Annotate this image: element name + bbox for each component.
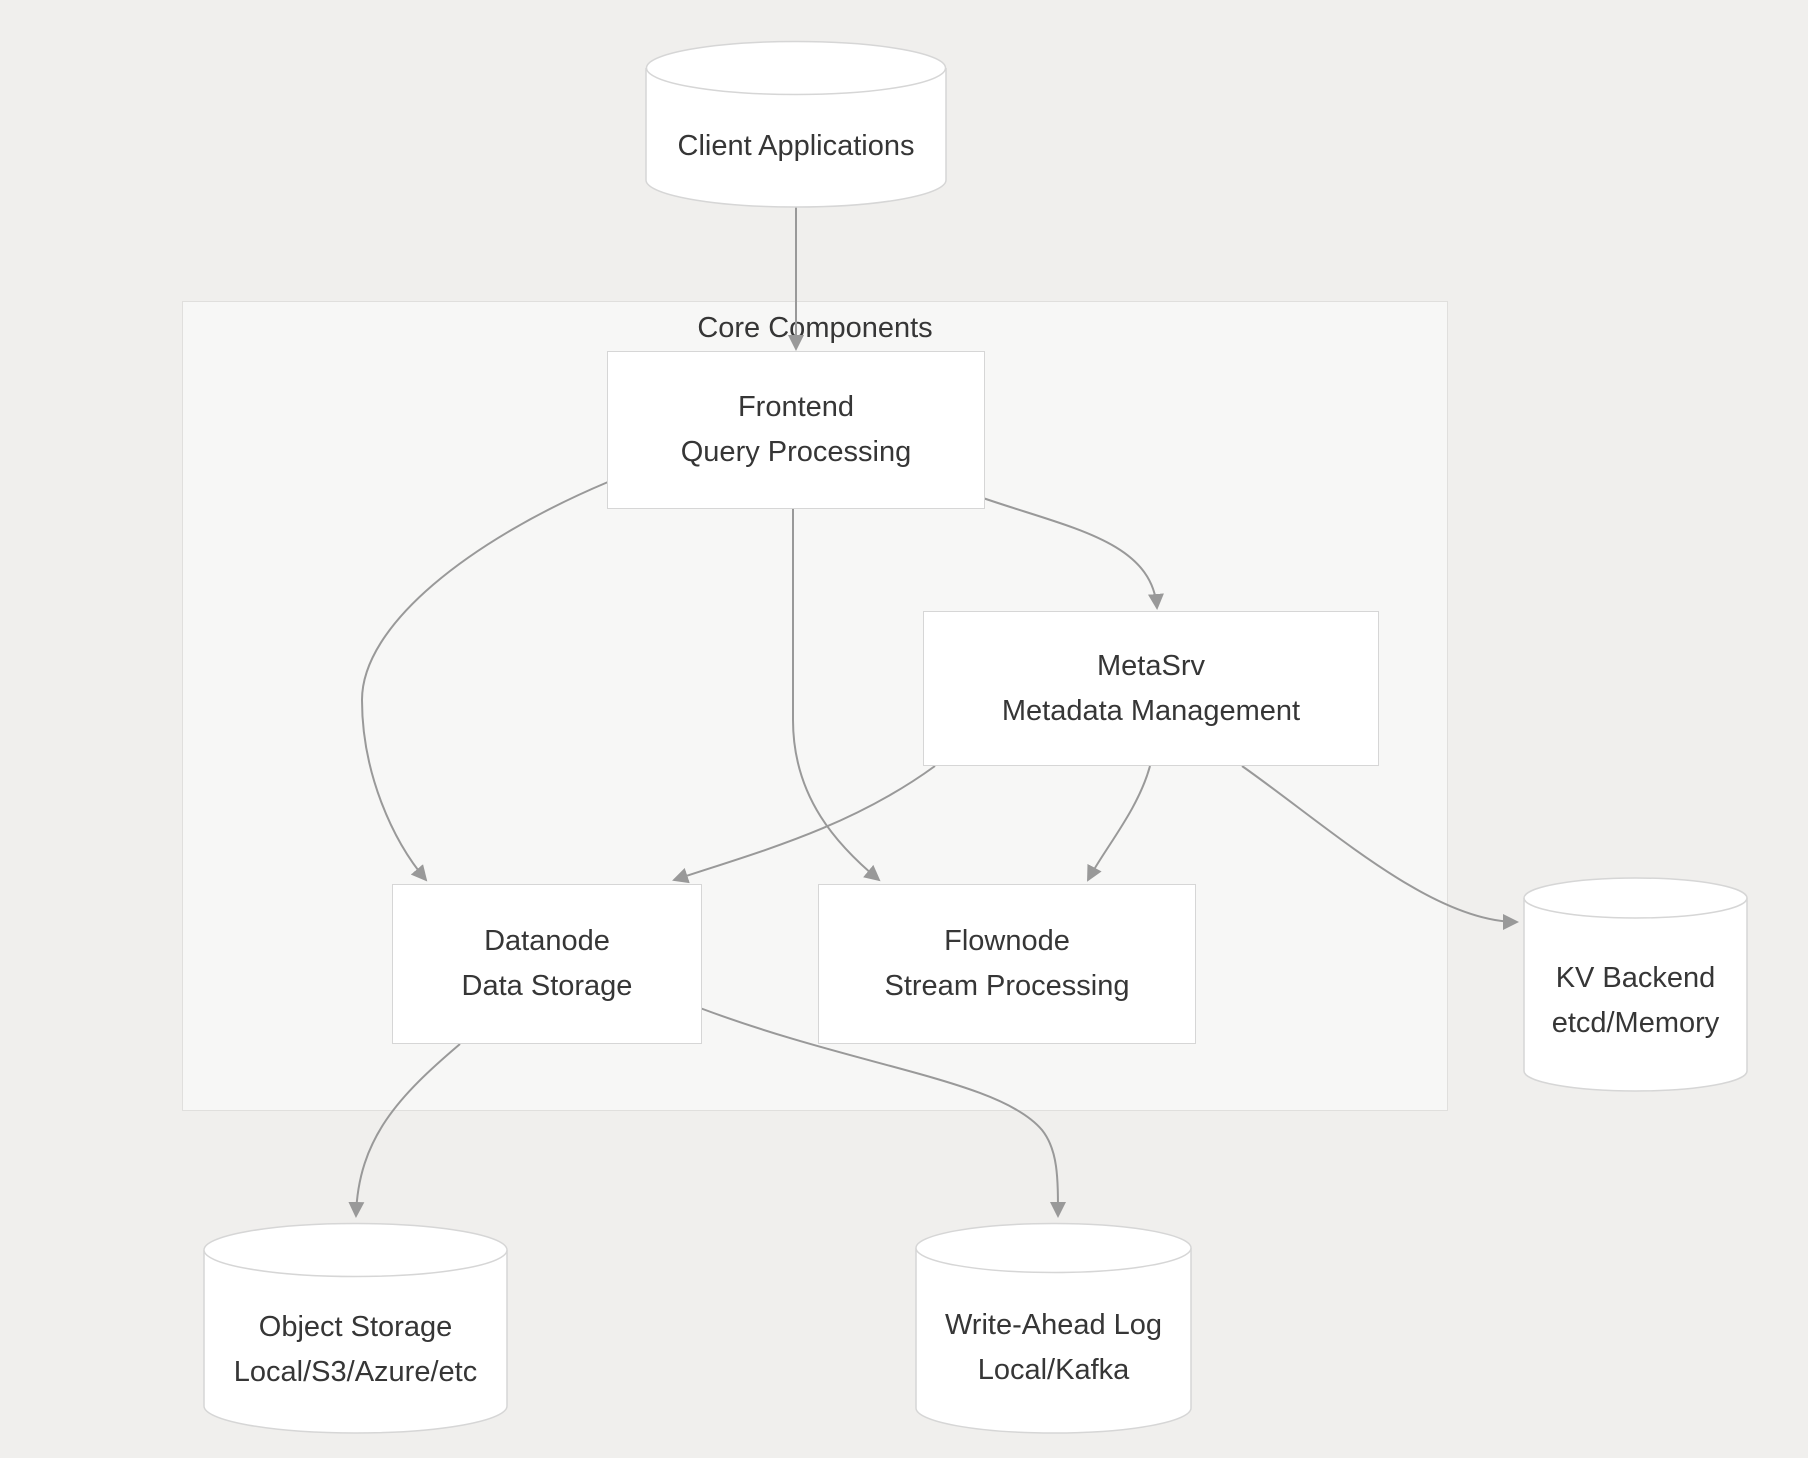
flownode-subtitle: Stream Processing [884,970,1130,1002]
edge-frontend-metasrv [982,497,1164,610]
frontend-title: Frontend [737,391,855,423]
flownode-node: Flownode Stream Processing [818,884,1196,1044]
write-ahead-log-title: Write-Ahead Log [944,1309,1163,1341]
client-applications-label: Client Applications [677,129,915,162]
cylinder-shape [645,40,947,208]
frontend-subtitle: Query Processing [680,436,912,468]
datanode-node: Datanode Data Storage [392,884,702,1044]
write-ahead-log-subtitle: Local/Kafka [977,1354,1130,1386]
edge-frontend-flownode [792,509,881,882]
datanode-title: Datanode [484,925,610,957]
frontend-node: Frontend Query Processing [607,351,985,509]
edge-datanode-wal [699,1007,1066,1218]
kv-backend-subtitle: etcd/Memory [1551,1006,1720,1039]
edge-metasrv-flownode [1087,765,1151,882]
metasrv-node: MetaSrv Metadata Management [923,611,1379,766]
flownode-title: Flownode [944,925,1070,957]
cylinder-shape [1523,877,1748,1092]
metasrv-subtitle: Metadata Management [1001,694,1301,727]
write-ahead-log-node: Write-Ahead Log Local/Kafka [915,1222,1192,1434]
edge-frontend-datanode [360,481,609,882]
object-storage-title: Object Storage [258,1311,453,1343]
client-applications-node: Client Applications [645,40,947,208]
edge-datanode-object_storage [348,1043,461,1218]
kv-backend-title: KV Backend [1555,961,1716,994]
edge-metasrv-datanode [672,765,936,884]
cylinder-shape [203,1222,508,1434]
edge-metasrv-kv_backend [1241,765,1519,930]
cylinder-shape [915,1222,1192,1434]
kv-backend-node: KV Backend etcd/Memory [1523,877,1748,1092]
metasrv-title: MetaSrv [1097,649,1205,682]
core-components-label: Core Components [697,312,933,344]
object-storage-subtitle: Local/S3/Azure/etc [233,1356,478,1388]
object-storage-node: Object Storage Local/S3/Azure/etc [203,1222,508,1434]
datanode-subtitle: Data Storage [461,970,633,1002]
